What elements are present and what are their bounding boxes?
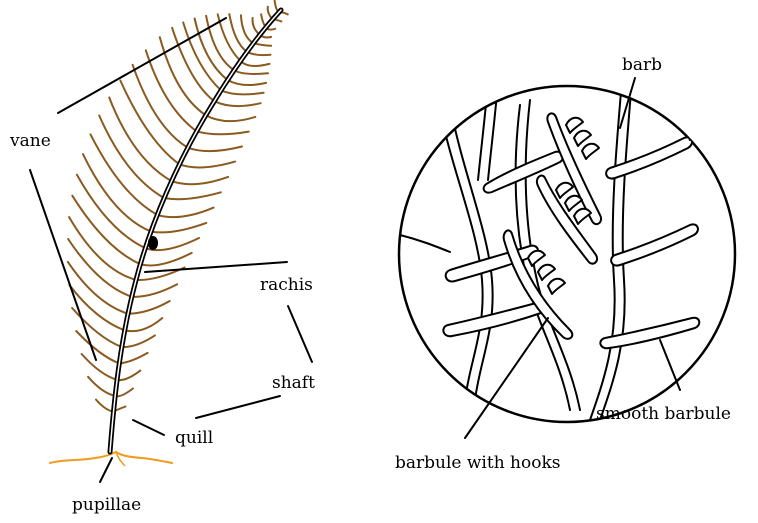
vane-barb xyxy=(69,217,136,280)
rachis-shaft xyxy=(110,10,281,452)
vane-barb xyxy=(82,354,118,380)
vane-barb xyxy=(151,223,206,233)
vane-barb xyxy=(99,116,164,199)
vane-barb xyxy=(195,19,228,81)
vane-barb xyxy=(96,400,114,412)
vane-barb xyxy=(179,162,235,168)
vane-barb xyxy=(128,301,170,314)
label-barbule-with-hooks: barbule with hooks xyxy=(395,453,561,473)
vane-barb xyxy=(76,331,119,364)
vane-barb xyxy=(157,208,213,218)
shaft-leader xyxy=(196,396,280,418)
vane-barb xyxy=(77,175,145,248)
feather-illustration xyxy=(50,0,288,466)
vane-barb xyxy=(68,239,132,297)
label-vane: vane xyxy=(9,131,51,151)
feather-leader-lines xyxy=(30,18,312,482)
label-barb: barb xyxy=(622,55,662,75)
vane-barb xyxy=(188,147,242,152)
vane-barbs xyxy=(68,0,288,412)
vane-barb xyxy=(160,37,206,115)
vane-barb xyxy=(172,177,229,184)
vane-barb xyxy=(241,15,253,43)
rachis-node xyxy=(148,236,158,250)
vane-barb xyxy=(206,115,256,121)
vane-barb xyxy=(133,65,188,148)
vane-barb xyxy=(88,377,115,396)
pupillae-leader xyxy=(100,458,112,482)
quill-leader xyxy=(133,420,164,435)
vane-barb xyxy=(197,131,249,134)
vane-barb xyxy=(247,52,271,55)
vane-barb xyxy=(172,28,214,101)
vane-barb xyxy=(72,196,140,265)
vane-barb xyxy=(241,61,270,66)
vane-barb xyxy=(83,154,151,231)
vane-leader-lower xyxy=(30,170,96,360)
vane-barb xyxy=(119,353,147,364)
vane-barb xyxy=(228,80,267,85)
vane-barb xyxy=(214,101,260,106)
vane-barb xyxy=(120,81,179,165)
vane-barb xyxy=(125,318,163,331)
vane-barb xyxy=(122,335,155,347)
magnifier-circle xyxy=(399,86,735,422)
label-pupillae: pupillae xyxy=(72,495,141,515)
label-shaft: shaft xyxy=(272,373,315,393)
vane-barb xyxy=(234,70,268,74)
vane-barb xyxy=(183,23,221,91)
vane-barb xyxy=(91,134,158,215)
label-rachis: rachis xyxy=(260,275,313,295)
vane-barb xyxy=(140,253,191,266)
vane-barb xyxy=(164,192,221,199)
vane-barb xyxy=(109,98,171,182)
rachis-shaft-leader xyxy=(288,306,312,362)
label-smooth-barbule: smooth barbule xyxy=(596,404,731,424)
label-quill: quill xyxy=(175,428,213,448)
magnified-detail xyxy=(399,60,735,438)
vane-barb xyxy=(132,284,177,297)
vane-barb xyxy=(221,90,264,94)
vane-barb xyxy=(146,50,197,131)
